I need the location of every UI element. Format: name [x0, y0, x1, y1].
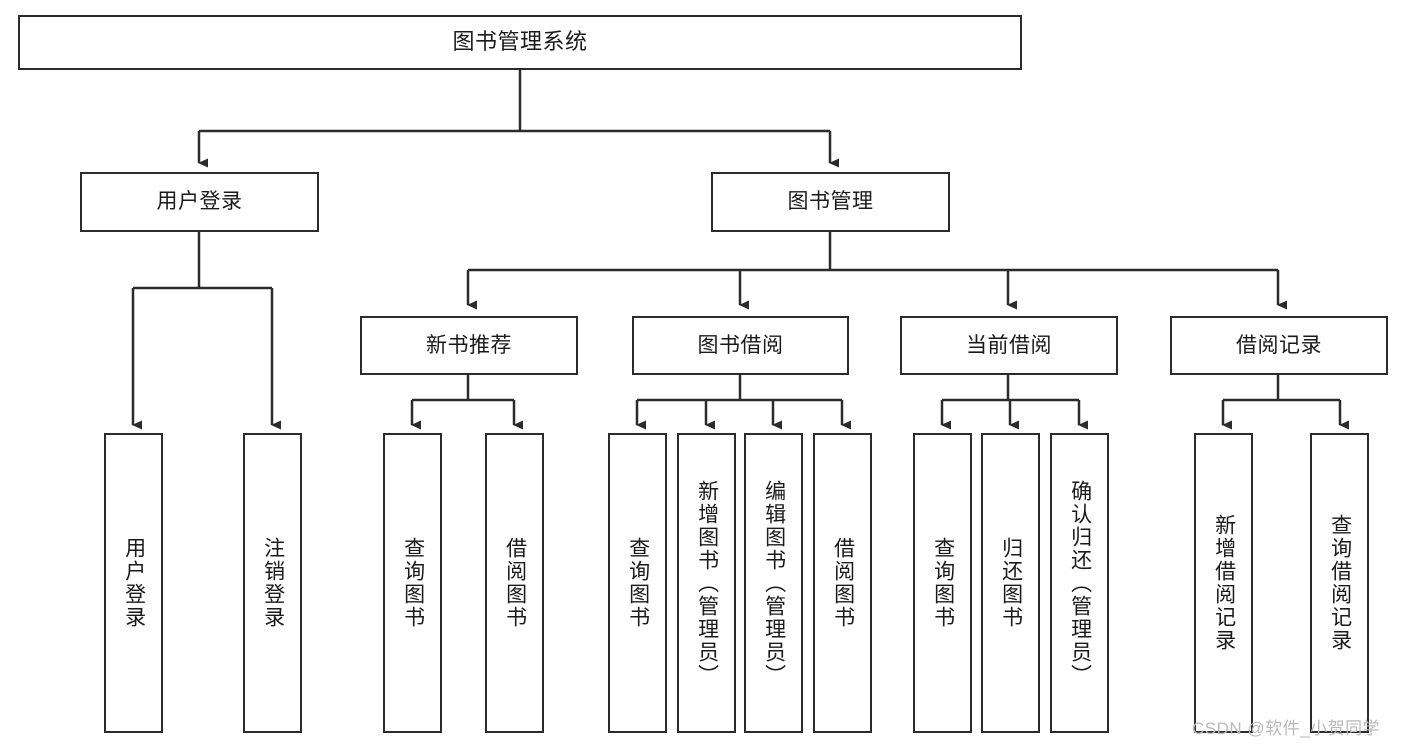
node-label: 借阅图书 — [503, 537, 527, 629]
node-label: 归还图书 — [999, 537, 1023, 629]
node-label: 图书管理系统 — [452, 29, 588, 55]
leaf-return-books[interactable]: 归还图书 — [981, 433, 1040, 733]
node-label: 确认归还（管理员） — [1068, 479, 1092, 687]
node-borrowing-record[interactable]: 借阅记录 — [1170, 316, 1388, 375]
node-label: 编辑图书（管理员） — [762, 479, 786, 687]
leaf-query-borrow-record[interactable]: 查询借阅记录 — [1310, 433, 1369, 733]
node-label: 用户登录 — [156, 190, 243, 214]
node-label: 图书管理 — [787, 190, 874, 214]
leaf-borrow-books-recommend[interactable]: 借阅图书 — [485, 433, 544, 733]
node-label: 新增图书（管理员） — [695, 479, 719, 687]
node-label: 新书推荐 — [426, 333, 512, 357]
leaf-edit-book-admin[interactable]: 编辑图书（管理员） — [744, 433, 803, 733]
node-label: 新增借阅记录 — [1212, 514, 1236, 652]
csdn-watermark: CSDN @软件_小贺同学 — [1192, 719, 1381, 738]
leaf-query-books-borrow[interactable]: 查询图书 — [608, 433, 667, 733]
node-new-book-recommendation[interactable]: 新书推荐 — [360, 316, 578, 375]
leaf-add-borrow-record[interactable]: 新增借阅记录 — [1194, 433, 1253, 733]
leaf-borrow-books[interactable]: 借阅图书 — [813, 433, 872, 733]
node-label: 当前借阅 — [966, 333, 1052, 357]
node-current-borrowing[interactable]: 当前借阅 — [900, 316, 1118, 375]
leaf-add-book-admin[interactable]: 新增图书（管理员） — [677, 433, 736, 733]
node-label: 注销登录 — [261, 537, 285, 629]
node-book-borrowing[interactable]: 图书借阅 — [632, 316, 849, 375]
node-label: 查询图书 — [931, 537, 955, 629]
leaf-logout[interactable]: 注销登录 — [243, 433, 302, 733]
node-label: 图书借阅 — [697, 333, 784, 357]
node-book-management[interactable]: 图书管理 — [711, 172, 950, 232]
leaf-query-books-recommend[interactable]: 查询图书 — [383, 433, 442, 733]
node-label: 查询图书 — [401, 537, 425, 629]
node-label: 查询借阅记录 — [1328, 514, 1352, 652]
leaf-query-books-current[interactable]: 查询图书 — [913, 433, 972, 733]
node-label: 查询图书 — [626, 537, 650, 629]
leaf-confirm-return-admin[interactable]: 确认归还（管理员） — [1050, 433, 1109, 733]
node-label: 用户登录 — [122, 537, 146, 629]
node-label: 借阅记录 — [1236, 333, 1322, 357]
leaf-user-login[interactable]: 用户登录 — [104, 433, 163, 733]
node-user-login[interactable]: 用户登录 — [80, 172, 319, 232]
node-label: 借阅图书 — [831, 537, 855, 629]
node-root-book-management-system[interactable]: 图书管理系统 — [18, 15, 1022, 70]
